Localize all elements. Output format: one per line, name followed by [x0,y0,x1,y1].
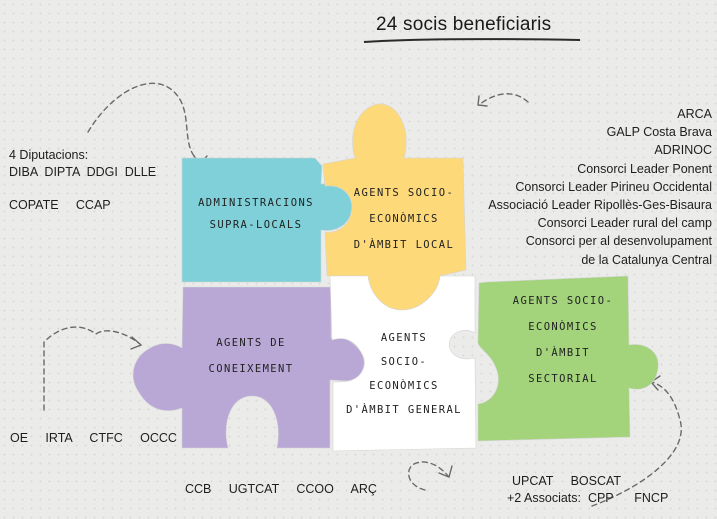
arrow-coneixement [43,326,141,411]
local-members-list: ARCA GALP Costa Brava ADRINOC Consorci L… [488,105,712,269]
title-underline [363,38,581,43]
arrowhead-local [477,95,488,107]
sectorial-members: UPCAT BOSCAT [512,474,622,488]
label-line: ECONÒMICS [369,213,439,225]
label-line: AGENTS DE [216,337,286,349]
label-line: ADMINISTRACIONS [198,197,314,209]
list-item: Consorci Leader Pirineu Occidental [515,179,712,194]
piece-agents-general [329,275,477,452]
label-line: ECONÒMICS [528,321,598,333]
arrow-diputacions [87,82,201,163]
arrow-general [407,461,449,491]
piece-agents-coneixement [132,286,365,449]
list-item: Consorci per al desenvolupament [525,234,712,249]
piece-agents-sectorial [477,275,659,442]
list-item: Associació Leader Ripollès-Ges-Bisaura [488,198,712,213]
list-item: ADRINOC [654,143,712,158]
general-members: CCB UGTCAT CCOO ARÇ [185,482,377,496]
arrow-local [479,93,529,105]
list-item: GALP Costa Brava [606,125,712,140]
arrowhead-coneixement [130,336,143,350]
label-line: CONEIXEMENT [208,363,294,375]
label-line: AGENTS SOCIO- [353,187,455,199]
coneixement-members: OE IRTA CTFC OCCC [10,431,177,445]
diputacions-extra: COPATE CCAP [9,198,111,212]
label-line: D'ÀMBIT [535,347,591,359]
arrowhead-general [438,465,453,478]
label-line: D'ÀMBIT GENERAL [346,404,462,416]
page-title: 24 socis beneficiaris [376,14,552,35]
label-line: D'ÀMBIT LOCAL [353,239,455,251]
list-item: ARCA [677,107,712,121]
label-agents-local: AGENTS SOCIO- ECONÒMICS D'ÀMBIT LOCAL [338,180,470,258]
sectorial-associats: +2 Associats: CPP FNCP [507,491,669,505]
diputacions-heading: 4 Diputacions: [9,148,89,162]
label-line: SOCIO- [380,356,428,368]
label-line: SUPRA-LOCALS [209,219,303,231]
label-line: SECTORIAL [528,373,598,385]
arrow-sectorial [591,381,682,507]
label-administracions: ADMINISTRACIONS SUPRA-LOCALS [186,192,326,236]
list-item: Consorci Leader rural del camp [537,216,712,231]
label-line: AGENTS [380,332,428,344]
label-line: ECONÒMICS [369,380,439,392]
label-agents-sectorial: AGENTS SOCIO- ECONÒMICS D'ÀMBIT SECTORIA… [498,288,628,392]
list-item: de la Catalunya Central [581,252,712,267]
list-item: Consorci Leader Ponent [577,161,712,176]
label-agents-coneixement: AGENTS DE CONEIXEMENT [180,330,322,382]
label-agents-general: AGENTS SOCIO- ECONÒMICS D'ÀMBIT GENERAL [332,326,476,422]
diputacions-members: DIBA DIPTA DDGI DLLE [9,165,157,179]
label-line: AGENTS SOCIO- [512,295,614,307]
